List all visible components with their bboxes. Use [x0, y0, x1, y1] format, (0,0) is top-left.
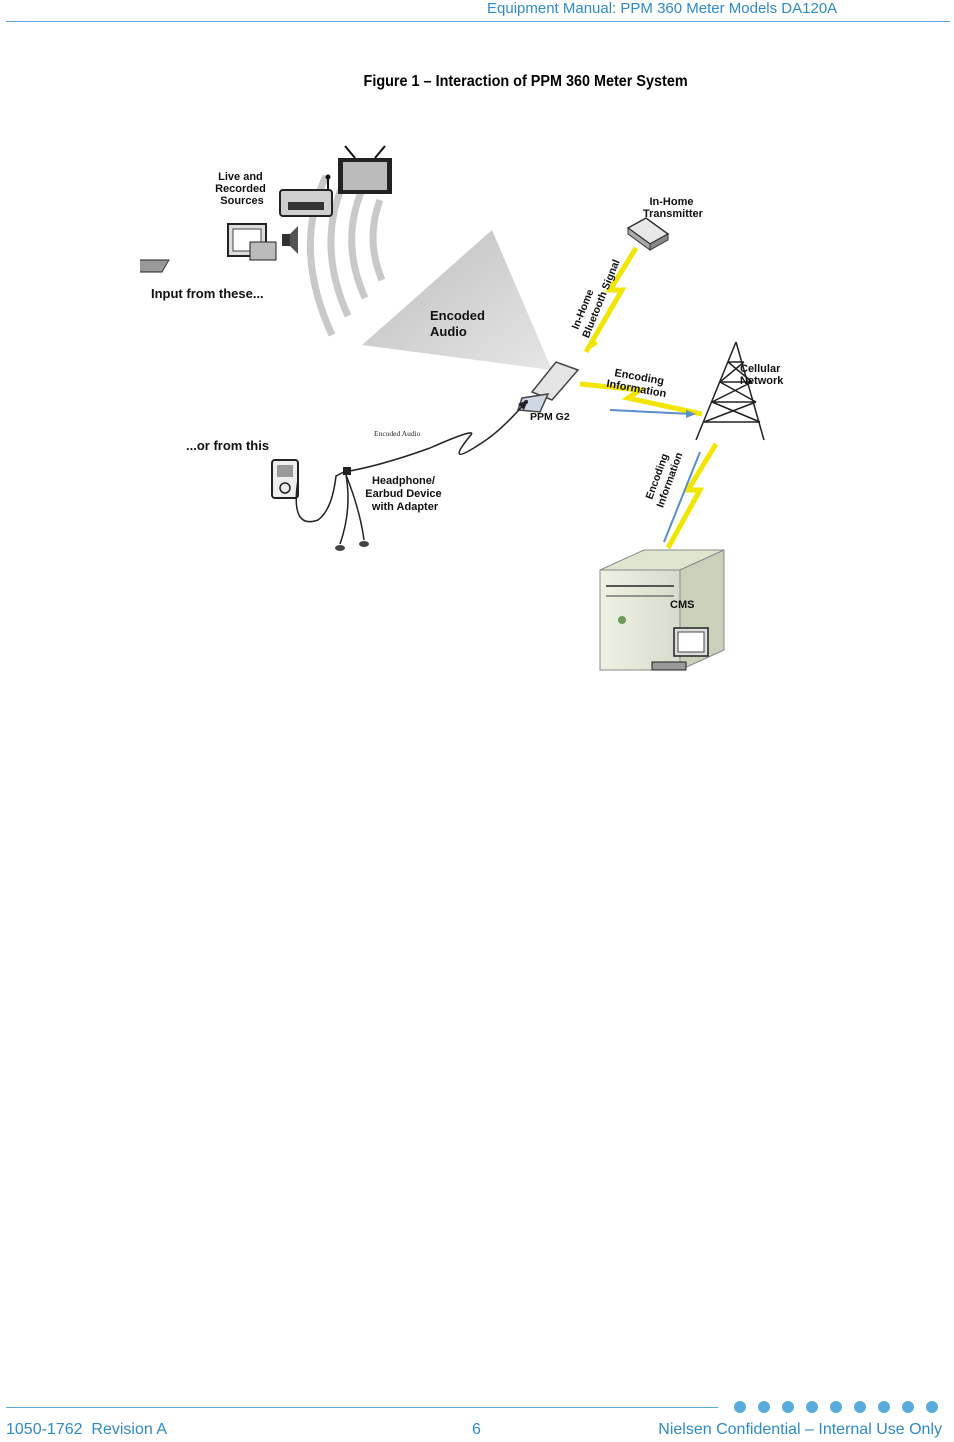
- headphone-line3: with Adapter: [371, 501, 439, 513]
- cellular-tower-icon: [695, 341, 765, 441]
- ppm-label: PPM G2: [530, 411, 570, 423]
- svg-text:In-Home Bluetooth Signal: In-Home Bluetooth Signal: [568, 253, 622, 340]
- computer-icon: [140, 223, 277, 273]
- encoded-audio-small-label: Encoded Audio: [374, 429, 421, 438]
- svg-text:Headphone/ Earbud Device: Headphone/ Earbud Device with Adapter: [365, 475, 444, 513]
- ppm-device-icon: [516, 361, 580, 413]
- live-sources-line1: Live and: [218, 171, 263, 183]
- input-from-label: Input from these...: [151, 286, 264, 301]
- footer-confidential: Nielsen Confidential – Internal Use Only: [658, 1421, 942, 1438]
- media-player-icon: [271, 459, 299, 499]
- system-diagram: Encoded Audio Live and Recorded Sources …: [140, 145, 784, 671]
- svg-text:Encoded Audio: Encoded Audio: [430, 308, 489, 339]
- figure-caption: Figure 1 – Interaction of PPM 360 Meter …: [363, 73, 688, 90]
- svg-text:Cellular Network: Cellular Network: [740, 363, 784, 387]
- bluetooth-signal-bolt: [583, 246, 639, 354]
- encoded-audio-line1: Encoded: [430, 308, 485, 323]
- transmitter-icon: [626, 217, 670, 251]
- radio-icon: [279, 174, 333, 217]
- svg-text:Encoding Information: Encoding Information: [605, 366, 669, 400]
- footer-page-number: 6: [472, 1421, 481, 1438]
- svg-text:Live and Recorded Sour: Live and Recorded Sources: [215, 171, 269, 207]
- encoding-info-bolt-1: [579, 381, 703, 417]
- headphone-line2: Earbud Device: [365, 488, 441, 500]
- television-icon: [338, 145, 392, 194]
- header-rule: [6, 21, 950, 22]
- encoded-audio-wedge: [362, 230, 552, 370]
- footer-dots: [734, 1401, 938, 1413]
- encoded-audio-line2: Audio: [430, 324, 467, 339]
- transmitter-line2: Transmitter: [643, 208, 704, 220]
- headphone-line1: Headphone/: [372, 475, 435, 487]
- cellular-line1: Cellular: [740, 363, 781, 375]
- live-sources-line3: Sources: [220, 195, 263, 207]
- transmitter-line1: In-Home: [649, 196, 693, 208]
- encoding-info-bolt-2: [665, 442, 719, 550]
- footer-rule: [6, 1407, 718, 1408]
- cellular-line2: Network: [740, 375, 784, 387]
- cms-label: CMS: [670, 599, 694, 611]
- cms-server-icon: [599, 549, 725, 671]
- svg-text:Encoding Information: Encoding Information: [642, 446, 685, 509]
- headphone-cable: [295, 401, 527, 523]
- or-from-this-label: ...or from this: [186, 438, 269, 453]
- live-sources-line2: Recorded: [215, 183, 266, 195]
- svg-text:In-Home Transmitter: In-Home Transmitter: [643, 196, 704, 220]
- speaker-icon: [282, 226, 298, 254]
- footer-doc-number: 1050-1762 Revision A: [6, 1421, 167, 1438]
- header-title: Equipment Manual: PPM 360 Meter Models D…: [487, 0, 838, 17]
